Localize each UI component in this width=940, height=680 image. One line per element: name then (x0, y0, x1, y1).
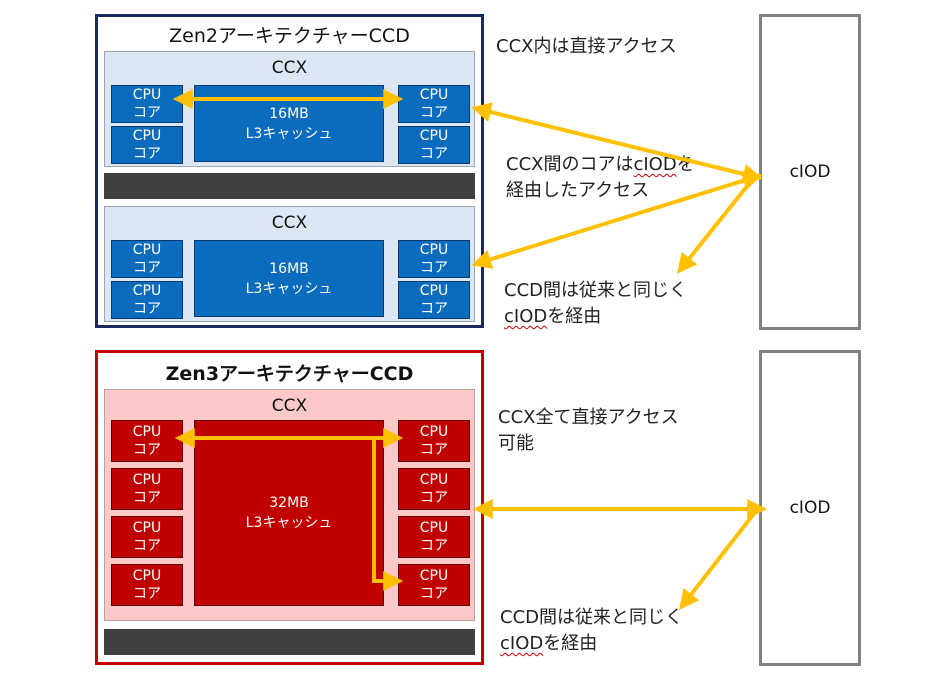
ccd-bus-bar (104, 629, 475, 655)
note-zen3-inter-ccd: CCD間は従来と同じく cIODを経由 (500, 607, 683, 654)
ccx-label: CCX (271, 58, 308, 78)
arrow-ciod-other-ccd-bottom (679, 509, 758, 610)
note-zen2-intra-ccx: CCX内は直接アクセス (496, 36, 677, 57)
ccd-bus-bar (104, 173, 475, 199)
note-zen2-inter-ccx: CCX間のコアはcIODを 経由したアクセス (506, 154, 695, 201)
ccx-label: CCX (271, 213, 308, 233)
note-zen2-inter-ccd: CCD間は従来と同じく cIODを経由 (504, 280, 687, 327)
ciod-box-bottom: cIOD (759, 350, 861, 666)
zen3-ccd-title: Zen3アーキテクチャーCCD (165, 363, 414, 385)
zen2-ccd-title: Zen2アーキテクチャーCCD (169, 25, 410, 47)
ciod-box-top: cIOD (759, 14, 861, 330)
ccx-label: CCX (271, 396, 308, 416)
note-zen3-direct: CCX全て直接アクセス 可能 (498, 407, 679, 454)
